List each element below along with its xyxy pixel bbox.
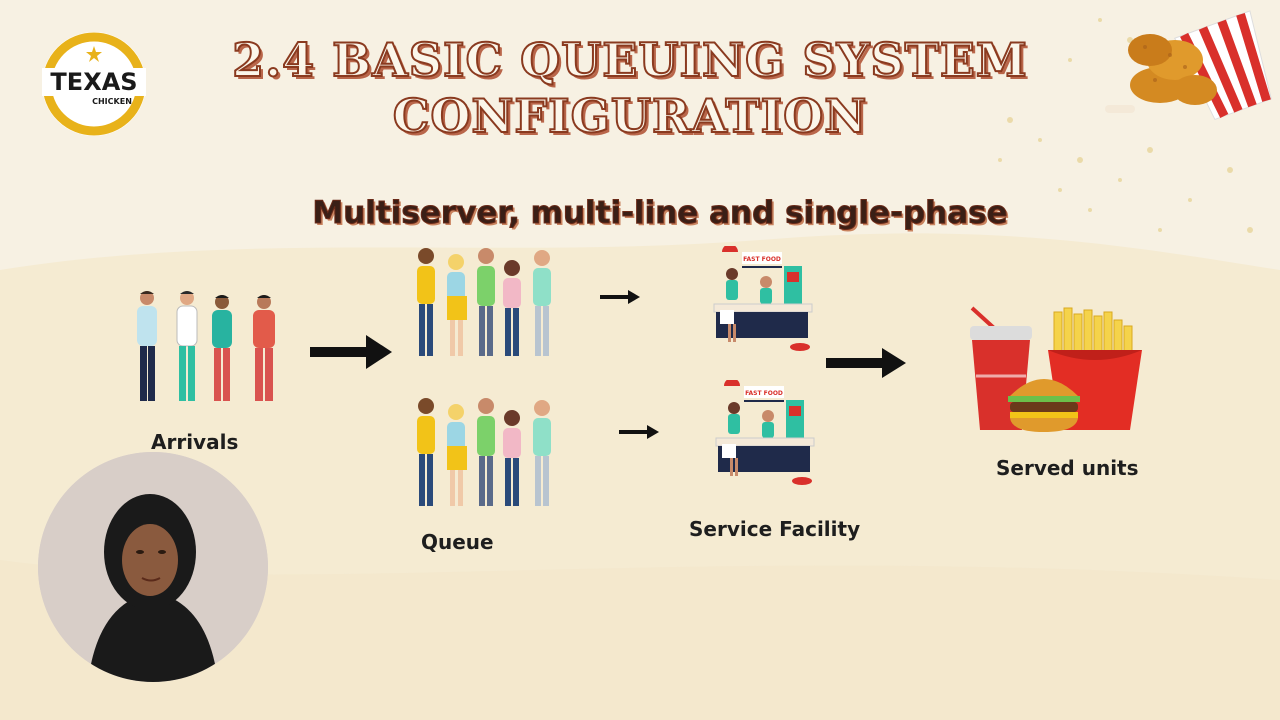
arrow-right-icon [600, 290, 640, 304]
queue-people-icon [417, 398, 551, 506]
counter-sign-text: FAST FOOD [743, 256, 781, 263]
fast-food-counter-icon: FAST FOOD [713, 246, 813, 351]
slide-subtitle: Multiserver, multi-line and single-phase [312, 195, 1008, 232]
logo-sub-text: CHICKEN [92, 97, 132, 106]
presenter-avatar [38, 452, 268, 682]
presenter-webcam [38, 452, 268, 682]
logo-brand-text: TEXAS [50, 68, 137, 96]
arrivals-label: Arrivals [151, 430, 239, 454]
service-facility-label: Service Facility [689, 517, 861, 541]
soda-fries-burger-icon [970, 306, 1142, 432]
arrow-right-icon [619, 425, 659, 439]
served-units-label: Served units [996, 456, 1139, 480]
queue-people-icon [417, 248, 551, 356]
queue-label: Queue [421, 530, 494, 554]
people-walking-icon [137, 291, 275, 401]
slide-title-line2: CONFIGURATION [392, 88, 868, 144]
fast-food-counter-icon: FAST FOOD [715, 380, 815, 485]
texas-chicken-logo-icon: TEXAS CHICKEN [42, 32, 146, 136]
arrow-right-icon [826, 348, 906, 378]
slide-title: 2.4 BASIC QUEUING SYSTEM CONFIGURATION [180, 32, 1080, 144]
slide-title-line1: 2.4 BASIC QUEUING SYSTEM [231, 32, 1028, 88]
arrow-right-icon [310, 335, 392, 369]
fried-chicken-bucket-icon [1105, 10, 1272, 121]
counter-sign-text: FAST FOOD [745, 390, 783, 397]
